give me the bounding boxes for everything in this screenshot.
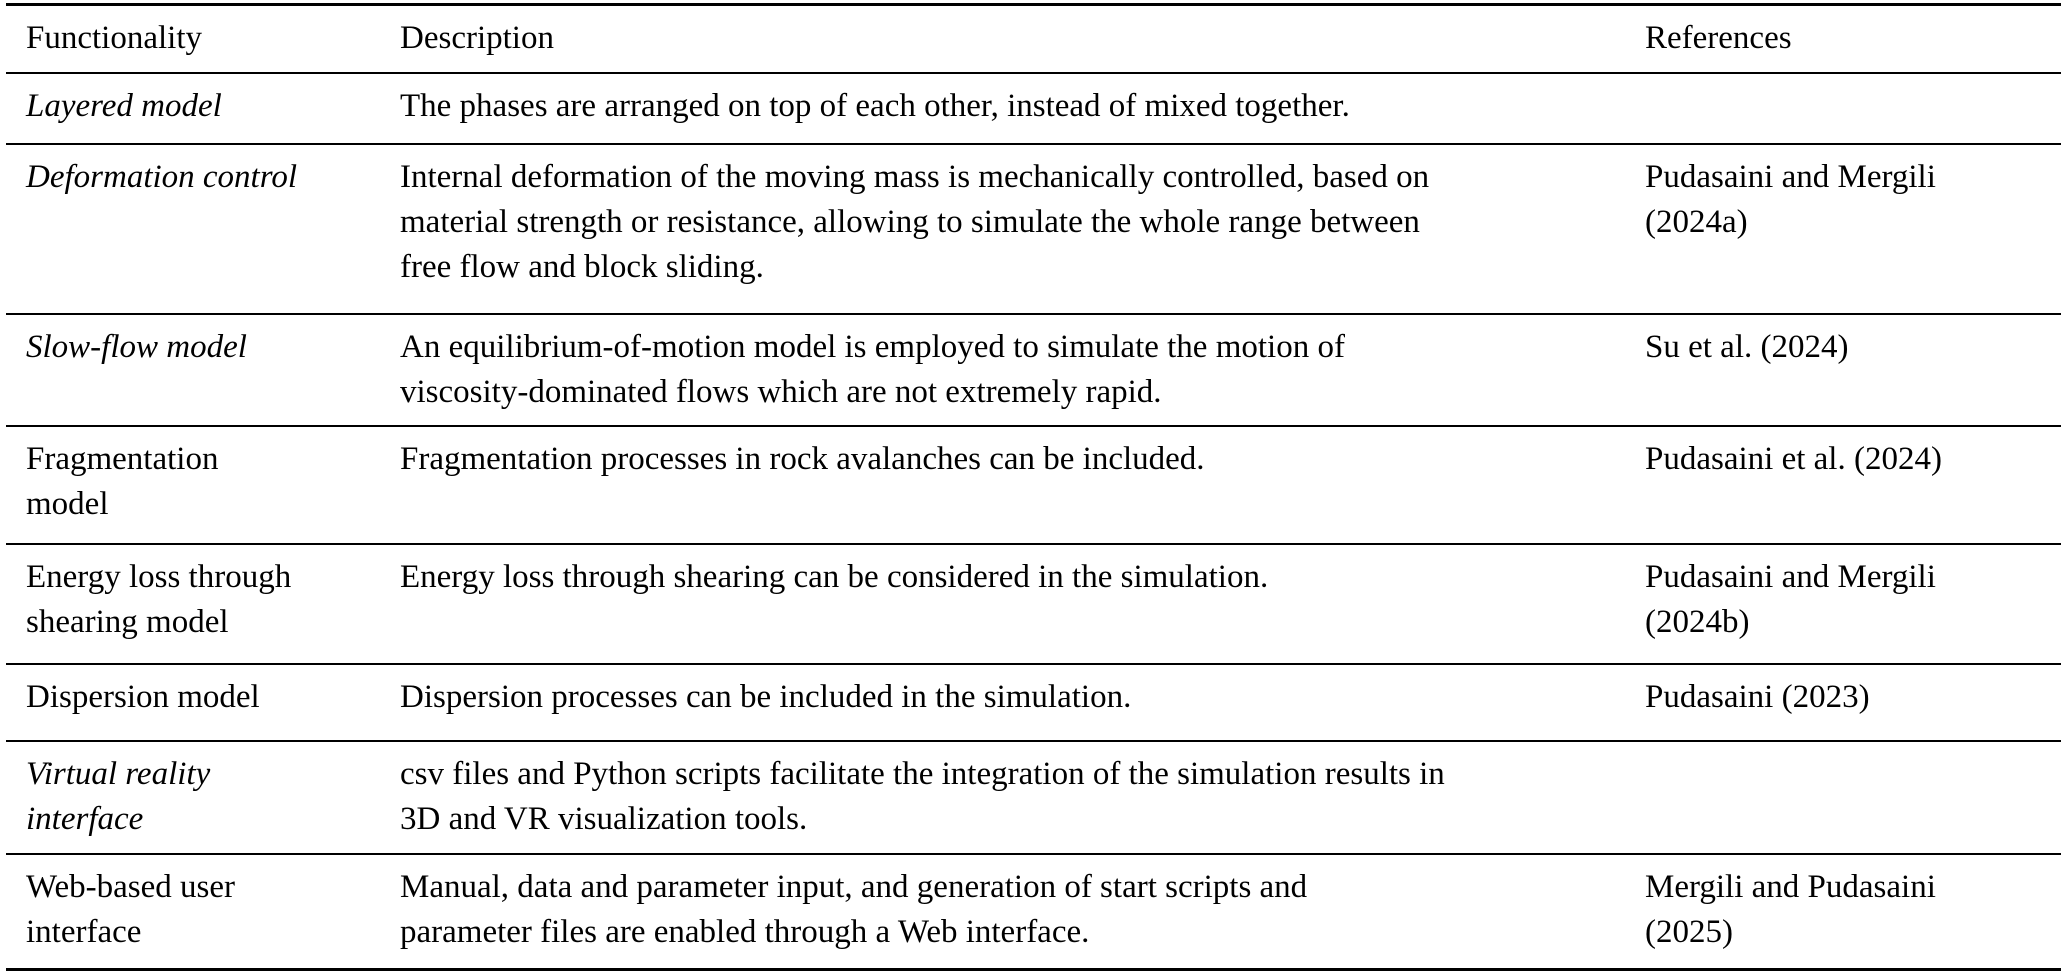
reference-cell: Mergili and Pudasaini (2025): [1645, 869, 1936, 950]
functionality-cell: Energy loss through shearing model: [26, 559, 292, 640]
table-row-fragmentation-model: Fragmentation model Fragmentation proces…: [6, 427, 2061, 543]
functionality-cell: Layered model: [26, 88, 222, 124]
table-rule: [6, 543, 2061, 545]
table-row-slow-flow-model: Slow-flow model An equilibrium-of-motion…: [6, 315, 2061, 425]
table-rule: [6, 663, 2061, 665]
column-header-description: Description: [400, 20, 554, 56]
reference-cell: [1645, 742, 2061, 761]
functionality-table: Functionality Description References Lay…: [6, 3, 2061, 971]
functionality-cell: Virtual reality interface: [26, 756, 211, 837]
table-top-rule: [6, 3, 2061, 6]
description-cell: Fragmentation processes in rock avalanch…: [400, 441, 1205, 477]
table-rule: [6, 740, 2061, 742]
table-rule: [6, 72, 2061, 74]
table-header-row: Functionality Description References: [6, 6, 2061, 72]
functionality-cell: Deformation control: [26, 159, 298, 195]
reference-cell: Pudasaini and Mergili (2024b): [1645, 559, 1936, 640]
table-bottom-rule: [6, 968, 2061, 971]
reference-cell: Pudasaini (2023): [1645, 679, 1870, 715]
functionality-cell: Dispersion model: [26, 679, 260, 715]
description-cell: The phases are arranged on top of each o…: [400, 88, 1350, 124]
description-cell: Manual, data and parameter input, and ge…: [400, 869, 1308, 950]
table-row-deformation-control: Deformation control Internal deformation…: [6, 145, 2061, 313]
functionality-cell: Fragmentation model: [26, 441, 219, 522]
table-row-dispersion-model: Dispersion model Dispersion processes ca…: [6, 665, 2061, 740]
table-rule: [6, 313, 2061, 315]
description-cell: Dispersion processes can be included in …: [400, 679, 1132, 715]
table-row-layered-model: Layered model The phases are arranged on…: [6, 74, 2061, 143]
functionality-cell: Web-based user interface: [26, 869, 236, 950]
description-cell: An equilibrium-of-motion model is employ…: [400, 329, 1345, 410]
description-cell: csv files and Python scripts facilitate …: [400, 756, 1445, 837]
description-cell: Energy loss through shearing can be cons…: [400, 559, 1269, 595]
column-header-functionality: Functionality: [26, 20, 202, 56]
reference-cell: Pudasaini et al. (2024): [1645, 441, 1942, 477]
table-row-virtual-reality-interface: Virtual reality interface csv files and …: [6, 742, 2061, 853]
table-row-energy-loss-model: Energy loss through shearing model Energ…: [6, 545, 2061, 663]
table-rule: [6, 425, 2061, 427]
table-row-web-based-user-interface: Web-based user interface Manual, data an…: [6, 855, 2061, 968]
description-cell: Internal deformation of the moving mass …: [400, 159, 1430, 285]
reference-cell: [1645, 74, 2061, 93]
functionality-cell: Slow-flow model: [26, 329, 247, 365]
column-header-references: References: [1645, 20, 1792, 56]
reference-cell: Su et al. (2024): [1645, 329, 1849, 365]
table-rule: [6, 143, 2061, 145]
table-rule: [6, 853, 2061, 855]
reference-cell: Pudasaini and Mergili (2024a): [1645, 159, 1936, 240]
